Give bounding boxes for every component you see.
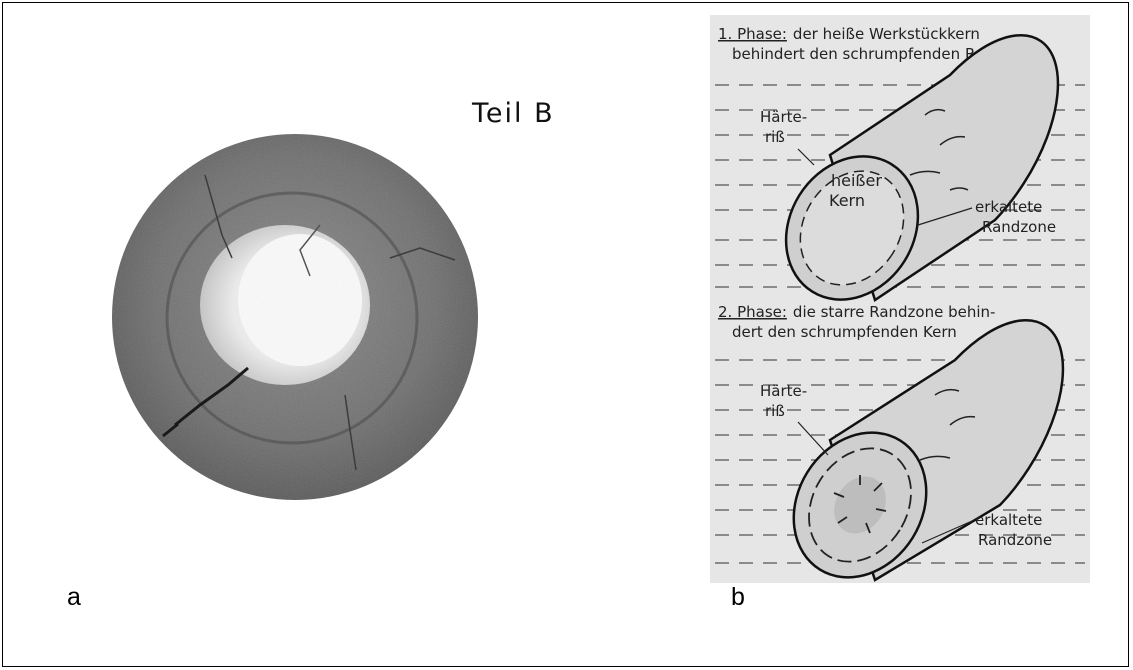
phase-1-heading-line2: behindert den schrumpfenden Rand [732,45,1003,63]
phase-1-crack-label-1: Härte- [760,108,807,126]
phase-1-core-label-1: heißer [831,171,882,190]
phase-2-heading: 2. Phase: die starre Randzone behin- [718,303,995,321]
phase-1-number: 1. Phase: [718,25,787,43]
phase-2-heading-text: die starre Randzone behin- [793,303,996,321]
phase-1-heading: 1. Phase: der heiße Werkstückkern [718,25,980,43]
phase-2-heading-line2: dert den schrumpfenden Kern [732,323,957,341]
phase-2-number: 2. Phase: [718,303,787,321]
panel-label-a: a [67,583,81,612]
phase-1-edge-label-1: erkaltete [975,198,1042,216]
phase-2-crack-label-1: Härte- [760,382,807,400]
phase-1-edge-label-2: Randzone [982,218,1056,236]
specimen-caption: Teil B [472,98,555,129]
phase-2-edge-label-2: Randzone [978,531,1052,549]
specimen-disc [112,134,478,500]
phase-1-heading-text: der heiße Werkstückkern [793,25,980,43]
phase-2-crack-label-2: riß [765,402,785,420]
panel-label-b: b [731,583,745,612]
phase-2-edge-label-1: erkaltete [975,511,1042,529]
phase-1-core-label-2: Kern [829,191,865,210]
quench-phase-sketch: 1. Phase: der heiße Werkstückkern behinde… [710,15,1090,583]
phase-1-crack-label-2: riß [765,128,785,146]
